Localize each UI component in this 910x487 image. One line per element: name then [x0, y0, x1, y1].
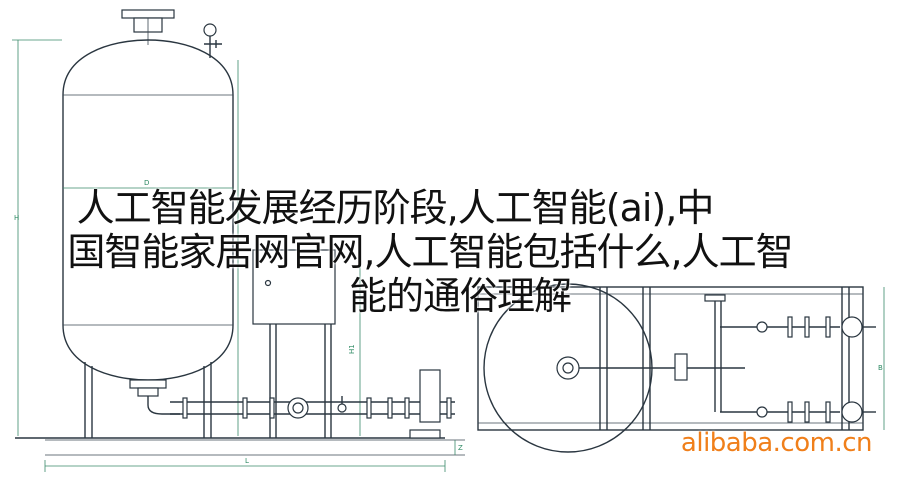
length-dimension: L — [44, 457, 446, 472]
title-line-1: 人工智能发展经历阶段,人工智能(ai),中 — [76, 186, 715, 230]
control-box — [252, 249, 336, 438]
height-dimension: H — [12, 39, 62, 436]
pipeline — [170, 369, 455, 423]
base-label: Z — [458, 444, 463, 452]
diameter-label: D — [144, 179, 149, 187]
valve-flanges — [182, 397, 452, 419]
title-line-3: 能的通俗理解 — [348, 274, 572, 318]
watermark: alibaba.com.cn — [680, 428, 873, 458]
frame-lines — [15, 437, 465, 456]
bottom-outlet — [129, 379, 180, 415]
pressure-gauge — [203, 23, 222, 58]
diameter-dimension: D — [63, 179, 233, 189]
length-label: L — [245, 457, 249, 465]
title-line-2: 国智能家居网官网,人工智能包括什么,人工智 — [67, 230, 793, 274]
plan-view: B — [477, 283, 885, 453]
vessel-body — [62, 39, 234, 381]
inlet-height-dimension: H1 — [348, 250, 361, 436]
base-rail: Z — [409, 429, 463, 455]
top-flange — [121, 9, 175, 45]
height-label: H — [14, 214, 19, 222]
inlet-height-label: H1 — [348, 344, 356, 354]
width-label: B — [878, 364, 883, 372]
